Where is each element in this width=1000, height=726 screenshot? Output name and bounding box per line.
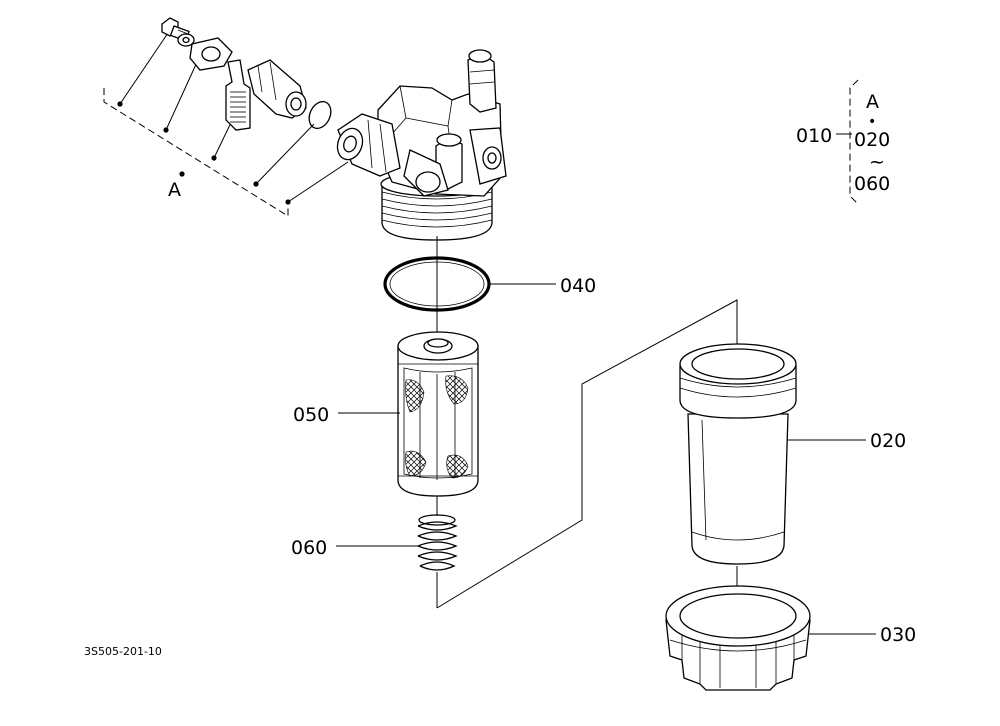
label-040: 040 [560,275,596,297]
legend-dot: • [868,114,876,130]
legend-to: 060 [854,173,890,195]
legend-010: 010 A • 020 ~ 060 [796,79,890,205]
cock-body-part [247,59,307,119]
label-050: 050 [293,404,329,426]
spring-060-part [417,514,458,571]
o-ring-small-part [308,100,332,130]
group-a-parts [103,17,349,217]
ring-nut-030-part [665,585,811,691]
group-a-bracket [103,88,289,217]
bowl-020-part [679,343,797,565]
label-060: 060 [291,537,327,559]
legend-from: 020 [854,129,890,151]
label-020: 020 [870,430,906,452]
figure-code: 3S505-201-10 [84,645,162,658]
legend-tilde: ~ [869,151,885,173]
label-group-a: A [168,179,181,201]
legend-ref: 010 [796,125,832,147]
bowl-axis-leader [436,299,738,609]
legend-bracket [849,79,859,205]
leader-dot [179,171,185,177]
label-030: 030 [880,624,916,646]
washer-part [177,33,195,47]
filter-element-050-part [397,331,479,497]
lever-part [225,59,251,131]
filter-head-part [336,49,507,241]
gasket-plate-part [189,37,233,71]
legend-a: A [866,91,879,113]
